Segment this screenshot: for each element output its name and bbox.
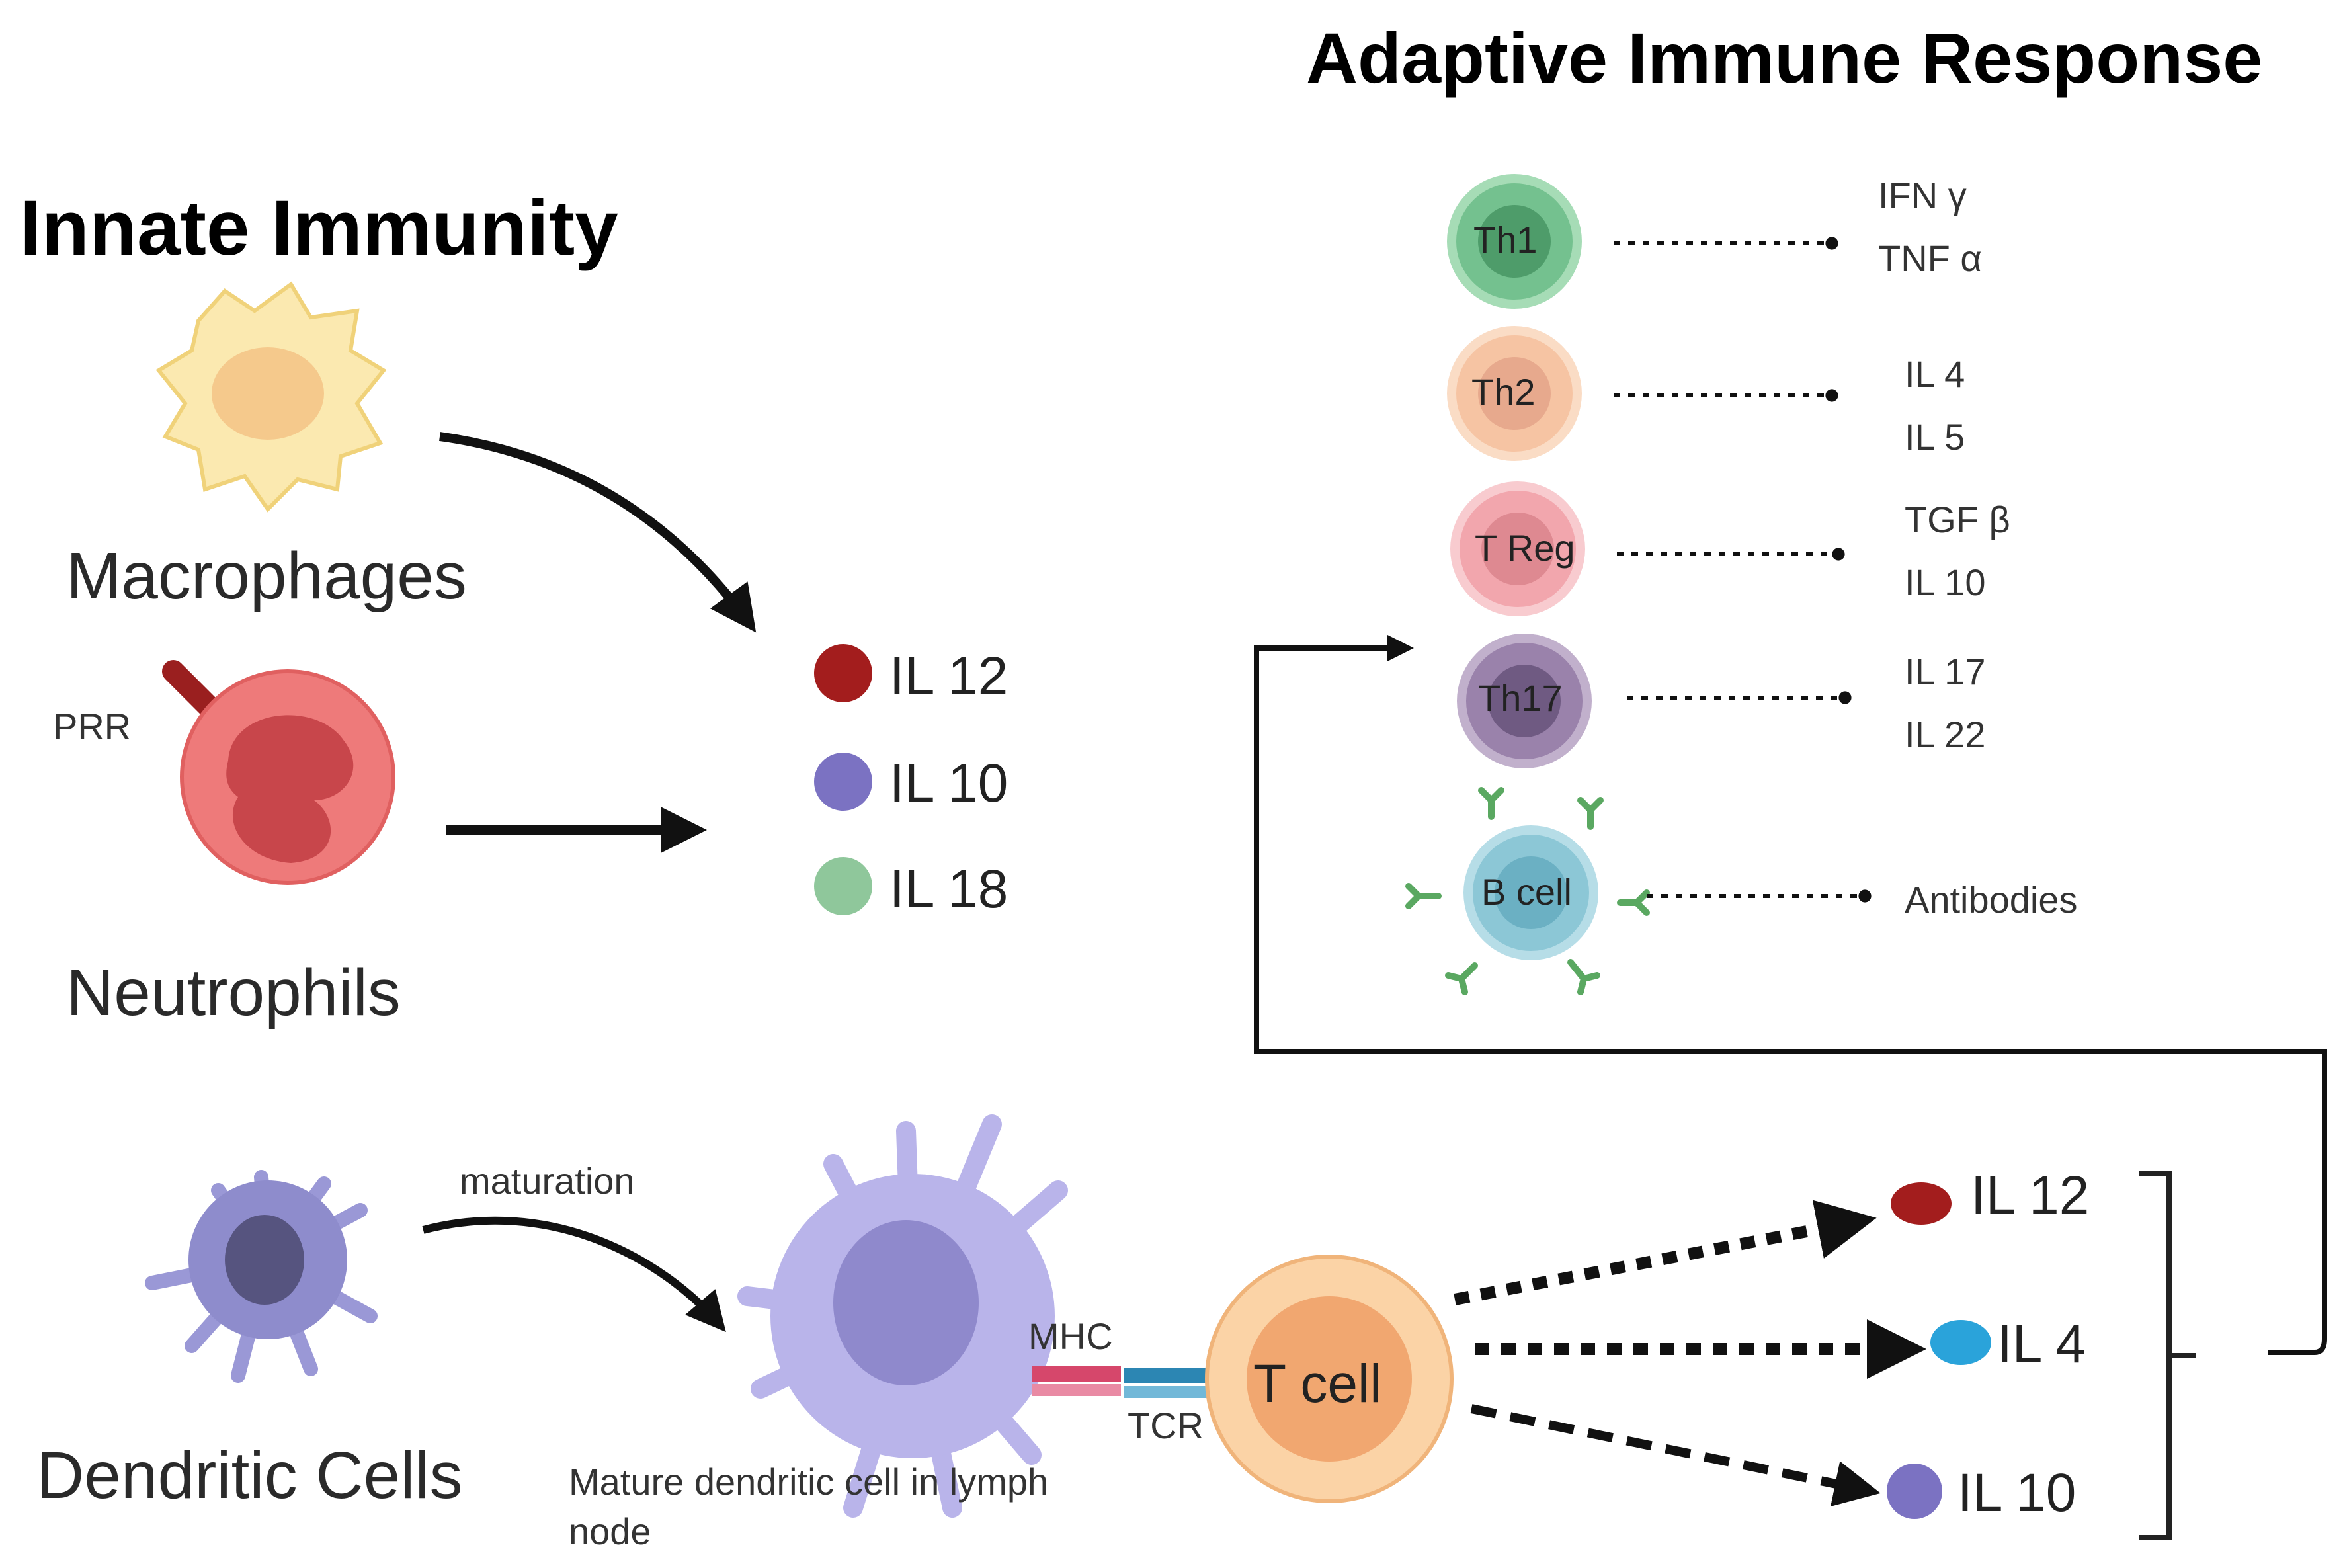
t-cell-label: T cell (1253, 1354, 1381, 1414)
adaptive-cell-list: Th1 IFN γ TNF α Th2 IL 4 IL 5 T Reg TGF … (1405, 174, 2078, 995)
adaptive-cell-name: B cell (1481, 871, 1572, 913)
feedback-connector-arrow (1254, 635, 2327, 1355)
antibody-icons (1405, 787, 1650, 995)
macrophages-label: Macrophages (66, 539, 467, 613)
tcell-to-il12-arrow (1454, 1200, 1877, 1305)
tcell-to-il10-arrow (1470, 1404, 1881, 1506)
cytokine-label: IL 12 (889, 646, 1008, 706)
innate-immunity-title: Innate Immunity (20, 185, 618, 272)
cytokine-label: IL 4 (1997, 1314, 2086, 1374)
mature-dc-label-line1: Mature dendritic cell in lymph (569, 1461, 1048, 1503)
dendritic-cell-icon (145, 1170, 378, 1383)
dendritic-cells-label: Dendritic Cells (36, 1438, 463, 1512)
adaptive-cell-name: Th2 (1471, 371, 1536, 413)
cell-output: IL 22 (1905, 714, 1985, 755)
neutrophils-label: Neutrophils (66, 956, 401, 1030)
t-cell-icon (1205, 1255, 1454, 1503)
cell-output: TGF β (1905, 499, 2010, 540)
tcr-label: TCR (1128, 1405, 1204, 1446)
cell-output: IL 5 (1905, 416, 1965, 458)
adaptive-response-title: Adaptive Immune Response (1306, 18, 2262, 98)
mature-dendritic-cell-icon (737, 1114, 1068, 1518)
cytokine-label: IL 10 (889, 753, 1008, 813)
cell-output: IL 10 (1905, 561, 1985, 603)
adaptive-cell-name: Th1 (1473, 219, 1538, 261)
maturation-arrow (422, 1216, 726, 1333)
neutrophil-icon (162, 660, 395, 885)
cytokine-dot (814, 857, 872, 915)
cytokine-bracket (2139, 1171, 2196, 1540)
cell-output: TNF α (1878, 237, 1982, 279)
macrophage-to-cytokines-arrow (439, 432, 757, 633)
mature-dc-label-line2: node (569, 1510, 651, 1552)
cytokine-dot (1930, 1320, 1991, 1365)
mhc-tcr-complex-icon (1032, 1366, 1230, 1398)
cytokine-dot (814, 644, 872, 702)
cytokine-label: IL 12 (1971, 1165, 2089, 1225)
adaptive-cell-name: T Reg (1475, 527, 1575, 569)
cytokine-label: IL 10 (1957, 1463, 2076, 1523)
cell-output: Antibodies (1905, 879, 2078, 921)
prr-label: PRR (53, 706, 131, 747)
cell-output: IFN γ (1878, 175, 1967, 216)
adaptive-cell-name: Th17 (1478, 677, 1563, 719)
macrophage-icon (155, 281, 387, 513)
cell-output: IL 17 (1905, 651, 1985, 692)
mhc-label: MHC (1028, 1315, 1113, 1357)
tcell-cytokine-list: IL 12 IL 4 IL 10 (1887, 1165, 2089, 1523)
cytokine-dot (1891, 1182, 1952, 1225)
cytokine-dot (814, 753, 872, 811)
cytokine-dot (1887, 1464, 1942, 1519)
cell-output: IL 4 (1905, 353, 1965, 395)
cytokine-label: IL 18 (889, 859, 1008, 919)
innate-cytokine-list: IL 12 IL 10 IL 18 (814, 644, 1008, 919)
maturation-label: maturation (460, 1160, 635, 1202)
